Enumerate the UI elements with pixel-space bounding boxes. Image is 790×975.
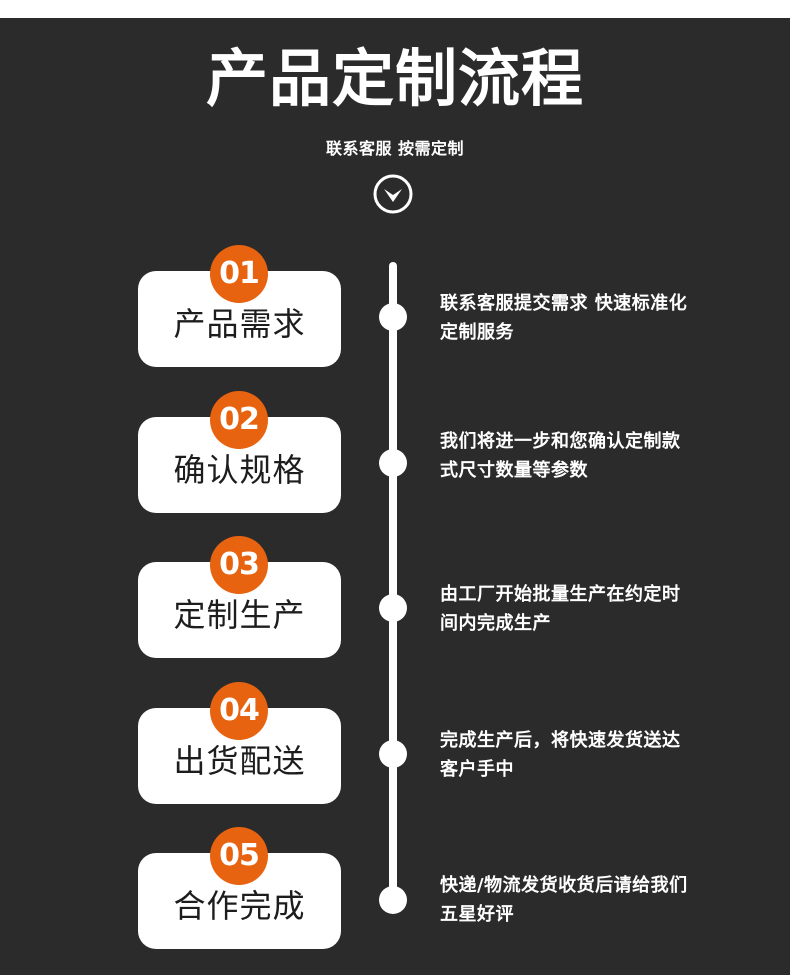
timeline-line (389, 262, 397, 902)
step-number-badge: 05 (210, 827, 268, 885)
step-label: 产品需求 (173, 305, 306, 343)
step-description: 我们将进一步和您确认定制款式尺寸数量等参数 (440, 431, 681, 481)
step-label: 出货配送 (173, 742, 306, 780)
page-title: 产品定制流程 (205, 42, 584, 115)
step-label: 定制生产 (173, 596, 306, 634)
step-label: 确认规格 (173, 451, 306, 489)
page-background: 产品定制流程 联系客服 按需定制 01 产品需求 联系客服提交需求 快速标准化定… (0, 18, 790, 975)
step-label: 合作完成 (173, 887, 306, 925)
step-number-badge: 01 (210, 245, 268, 303)
step-card-requirement: 01 产品需求 (138, 245, 341, 367)
step-description: 完成生产后，将快速发货送达客户手中 (440, 730, 681, 780)
step-description: 快递/物流发货收货后请给我们五星好评 (440, 875, 688, 925)
page-subtitle: 联系客服 按需定制 (325, 139, 465, 158)
step-card-production: 03 定制生产 (138, 536, 341, 658)
chevron-down-circle-icon (373, 174, 413, 214)
timeline-dot (379, 740, 407, 768)
step-card-confirm-spec: 02 确认规格 (138, 391, 341, 513)
timeline-dot (379, 594, 407, 622)
step-description: 由工厂开始批量生产在约定时间内完成生产 (440, 584, 681, 634)
timeline-dot (379, 886, 407, 914)
step-number-badge: 02 (210, 391, 268, 449)
step-card-delivery: 04 出货配送 (138, 682, 341, 804)
step-number-badge: 03 (210, 536, 268, 594)
timeline-dot (379, 449, 407, 477)
step-description: 联系客服提交需求 快速标准化定制服务 (440, 293, 688, 343)
step-card-complete: 05 合作完成 (138, 827, 341, 949)
step-number-badge: 04 (210, 682, 268, 740)
timeline-dot (379, 303, 407, 331)
